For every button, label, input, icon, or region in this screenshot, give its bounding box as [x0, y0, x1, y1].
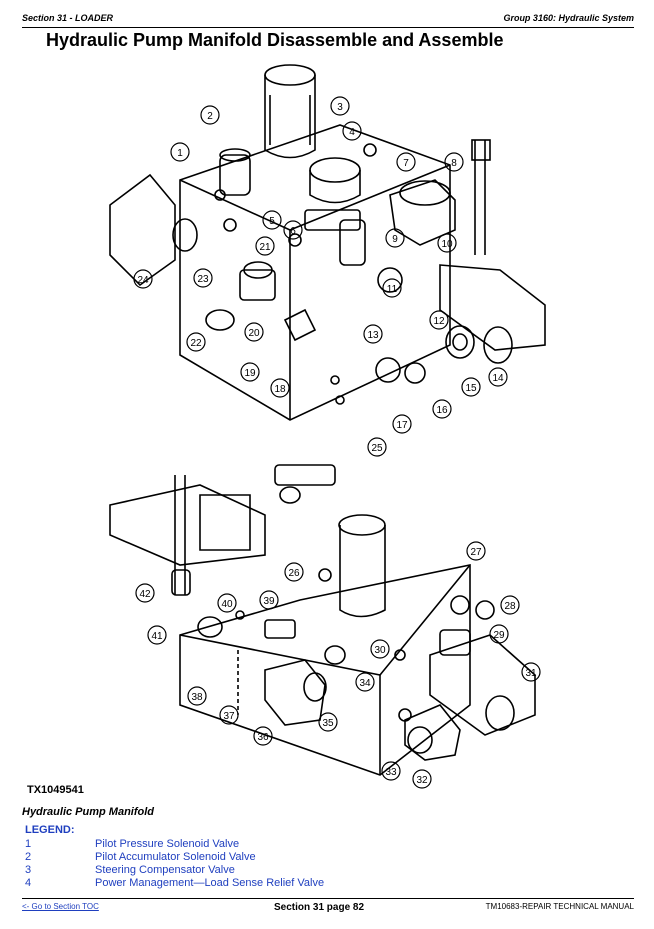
legend-text: Pilot Pressure Solenoid Valve [95, 838, 240, 850]
svg-text:37: 37 [223, 711, 235, 722]
svg-text:39: 39 [263, 596, 275, 607]
group-label: Group 3160: Hydraulic System [503, 13, 634, 23]
svg-text:36: 36 [257, 732, 269, 743]
legend-text: Power Management—Load Sense Relief Valve [95, 877, 325, 889]
page-number: Section 31 page 82 [274, 902, 365, 913]
svg-text:3: 3 [337, 102, 343, 113]
svg-text:34: 34 [359, 678, 371, 689]
svg-text:42: 42 [139, 589, 151, 600]
upper-manifold-drawing [109, 64, 546, 421]
svg-text:14: 14 [492, 373, 504, 384]
svg-text:8: 8 [451, 158, 457, 169]
svg-text:24: 24 [137, 275, 149, 286]
legend-number: 1 [25, 838, 32, 850]
exploded-view-illustration: 1 2 3 4 5 6 7 8 9 10 11 12 13 14 15 16 1… [109, 64, 546, 789]
svg-text:27: 27 [470, 547, 482, 558]
header-rule [22, 27, 634, 28]
page-header: Section 31 - LOADER Group 3160: Hydrauli… [22, 13, 634, 27]
legend-text: Pilot Accumulator Solenoid Valve [95, 851, 256, 863]
svg-text:25: 25 [371, 443, 383, 454]
legend-item: 1 Pilot Pressure Solenoid Valve [25, 838, 425, 851]
svg-text:15: 15 [465, 383, 477, 394]
svg-text:4: 4 [349, 127, 355, 138]
legend-number: 3 [25, 864, 32, 876]
callouts-top: 1 2 3 4 5 6 7 8 9 10 11 12 13 14 15 16 1… [133, 96, 508, 434]
page-title: Hydraulic Pump Manifold Disassemble and … [46, 30, 504, 50]
section-label: Section 31 - LOADER [22, 13, 114, 23]
svg-text:21: 21 [259, 242, 271, 253]
svg-text:40: 40 [221, 599, 233, 610]
svg-text:32: 32 [416, 775, 428, 786]
svg-text:30: 30 [374, 645, 386, 656]
svg-text:38: 38 [191, 692, 203, 703]
svg-text:23: 23 [197, 274, 209, 285]
svg-text:6: 6 [290, 226, 296, 237]
lower-manifold-drawing [109, 464, 536, 776]
figure-id: TX1049541 [27, 784, 84, 796]
legend-item: 3 Steering Compensator Valve [25, 864, 425, 877]
footer-rule [22, 898, 634, 899]
svg-text:9: 9 [392, 234, 398, 245]
svg-text:22: 22 [190, 338, 202, 349]
svg-text:5: 5 [269, 216, 275, 227]
legend-text: Steering Compensator Valve [95, 864, 235, 876]
svg-text:41: 41 [151, 631, 163, 642]
svg-text:12: 12 [433, 316, 445, 327]
figure-caption: Hydraulic Pump Manifold [22, 806, 155, 818]
svg-text:10: 10 [441, 239, 453, 250]
manual-name: TM10683-REPAIR TECHNICAL MANUAL [485, 902, 634, 911]
svg-text:33: 33 [385, 767, 397, 778]
svg-text:29: 29 [493, 630, 505, 641]
svg-text:16: 16 [436, 405, 448, 416]
svg-text:1: 1 [177, 148, 183, 159]
svg-text:20: 20 [248, 328, 260, 339]
legend-title: LEGEND: [25, 824, 75, 836]
svg-text:13: 13 [367, 330, 379, 341]
callouts-bottom: 25 26 27 28 29 30 31 32 33 34 35 36 37 3… [135, 437, 541, 789]
legend-number: 4 [25, 877, 32, 889]
svg-text:17: 17 [396, 420, 408, 431]
svg-text:26: 26 [288, 568, 300, 579]
legend-item: 2 Pilot Accumulator Solenoid Valve [25, 851, 425, 864]
legend-number: 2 [25, 851, 32, 863]
svg-text:11: 11 [387, 284, 398, 295]
svg-text:2: 2 [207, 111, 213, 122]
svg-text:7: 7 [403, 158, 409, 169]
svg-text:31: 31 [525, 668, 537, 679]
svg-text:18: 18 [274, 384, 286, 395]
svg-text:28: 28 [504, 601, 516, 612]
legend-item: 4 Power Management—Load Sense Relief Val… [25, 877, 425, 890]
svg-text:35: 35 [322, 718, 334, 729]
section-toc-link[interactable]: <- Go to Section TOC [22, 902, 99, 911]
svg-text:19: 19 [244, 368, 256, 379]
